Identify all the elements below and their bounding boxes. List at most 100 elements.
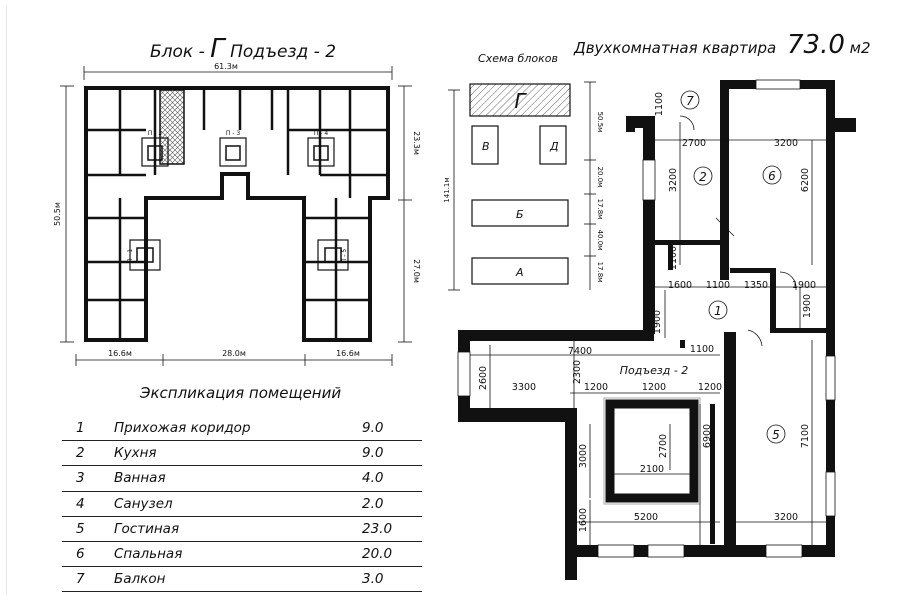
apartment-title: Двухкомнатная квартира 73.0 м2 [574, 30, 871, 60]
room-marker-labels: 7 2 6 1 5 [686, 94, 780, 442]
room-number: 5 [62, 516, 110, 542]
dim-2300: 2300 [572, 360, 583, 384]
apartment-dim-labels: 1100 2700 3200 3200 6200 1100 1600 1100 … [478, 92, 816, 532]
block-scheme-dim-5: 17.8м [596, 262, 604, 283]
dim-1600-bottom: 1600 [578, 508, 589, 532]
room-number-7: 7 [686, 94, 694, 108]
dim-1200-c: 1200 [698, 382, 722, 393]
room-area: 9.0 [358, 416, 422, 442]
block-label-a: А [515, 266, 524, 279]
room-number: 2 [62, 440, 110, 467]
dim-1600-hall: 1600 [668, 280, 692, 291]
room-name: Санузел [110, 491, 358, 517]
dim-2600: 2600 [478, 366, 489, 390]
room-area: 4.0 [358, 465, 422, 492]
block-scheme-dim-3: 17.8м [596, 199, 604, 220]
dim-2100: 2100 [640, 464, 664, 475]
room-name: Кухня [110, 440, 358, 467]
room-area: 3.0 [358, 566, 422, 593]
room-number: 4 [62, 491, 110, 517]
room-number: 1 [62, 416, 110, 442]
site-bottom-dim-middle: 28.0м [222, 349, 246, 358]
dim-2700-top: 2700 [682, 138, 706, 149]
room-number: 7 [62, 566, 110, 593]
block-label: Блок - [150, 42, 205, 62]
stair-label-3: П - 3 [226, 130, 240, 137]
site-right-bottom-dim: 27.0м [412, 259, 421, 283]
apartment-area-value: 73.0 [787, 30, 845, 60]
block-scheme-dim-2: 20.0м [596, 167, 604, 188]
dim-1100-bath: 1100 [668, 246, 679, 270]
dim-2700-shaft: 2700 [658, 434, 669, 458]
room-area: 2.0 [358, 491, 422, 517]
dim-6900: 6900 [702, 424, 713, 448]
site-width-dim: 61.3м [214, 62, 238, 71]
explication-title: Экспликация помещений [140, 384, 342, 402]
stair-label-2: П - 2 [148, 130, 162, 137]
site-height-dim: 50.5м [53, 202, 62, 226]
room-number: 6 [62, 541, 110, 568]
stair-label-5: П - 5 [341, 249, 348, 263]
dim-3000: 3000 [578, 444, 589, 468]
room-name: Ванная [110, 465, 358, 492]
dim-3200-top: 3200 [774, 138, 798, 149]
block-scheme [448, 81, 596, 291]
dim-1900-vertical: 1900 [802, 294, 813, 318]
dim-1200-b: 1200 [642, 382, 666, 393]
apartment-entrance-label: Подъезд - 2 [620, 364, 689, 377]
dim-1350: 1350 [744, 280, 768, 291]
dim-1900-left: 1900 [652, 310, 663, 334]
apartment-area-unit: м2 [849, 39, 871, 57]
apartment-type: Двухкомнатная квартира [574, 39, 777, 57]
dim-1200-a: 1200 [584, 382, 608, 393]
dim-3200-kitchen: 3200 [668, 168, 679, 192]
block-letter: Г [210, 34, 225, 64]
site-bottom-dim-right: 16.6м [336, 349, 360, 358]
block-scheme-labels: Схема блоков Г В Д Б А 141.1м 50.5м 20.0… [443, 52, 604, 282]
site-right-top-dim: 23.3м [412, 131, 421, 155]
site-plan [60, 66, 412, 366]
room-number-6: 6 [768, 169, 776, 183]
site-plan-labels: 61.3м 50.5м 23.3м 27.0м 16.6м 28.0м 16.6… [53, 62, 421, 358]
entrance-label: Подъезд - 2 [230, 42, 337, 62]
stair-label-1: П - 1 [127, 249, 134, 263]
room-name: Спальная [110, 541, 358, 568]
stair-label-4: П - 4 [314, 130, 328, 137]
apartment-dim-lines [470, 115, 830, 545]
room-name: Гостиная [110, 516, 358, 542]
room-markers [680, 90, 786, 444]
dim-1100-top: 1100 [654, 92, 665, 116]
block-scheme-title: Схема блоков [478, 52, 558, 65]
block-scheme-dim-1: 50.5м [596, 112, 604, 133]
room-area: 23.0 [358, 516, 422, 542]
site-bottom-dim-left: 16.6м [108, 349, 132, 358]
room-number-2: 2 [699, 170, 707, 184]
room-number-1: 1 [714, 304, 722, 318]
block-label-d: Д [549, 140, 559, 153]
block-title: Блок - Г Подъезд - 2 [150, 34, 336, 64]
dim-1100-lobby: 1100 [690, 344, 714, 355]
room-area: 20.0 [358, 541, 422, 568]
dim-3300: 3300 [512, 382, 536, 393]
block-label-g: Г [514, 89, 527, 113]
room-area: 9.0 [358, 440, 422, 467]
dim-5200: 5200 [634, 512, 658, 523]
room-name: Прихожая коридор [110, 416, 358, 442]
dim-3200-bottom: 3200 [774, 512, 798, 523]
dim-1100-hall: 1100 [706, 280, 730, 291]
room-number-5: 5 [772, 428, 780, 442]
dim-1900-right: 1900 [792, 280, 816, 291]
room-name: Балкон [110, 566, 358, 593]
dim-7100: 7100 [800, 424, 811, 448]
block-label-b: Б [516, 208, 524, 221]
dim-6200: 6200 [800, 168, 811, 192]
